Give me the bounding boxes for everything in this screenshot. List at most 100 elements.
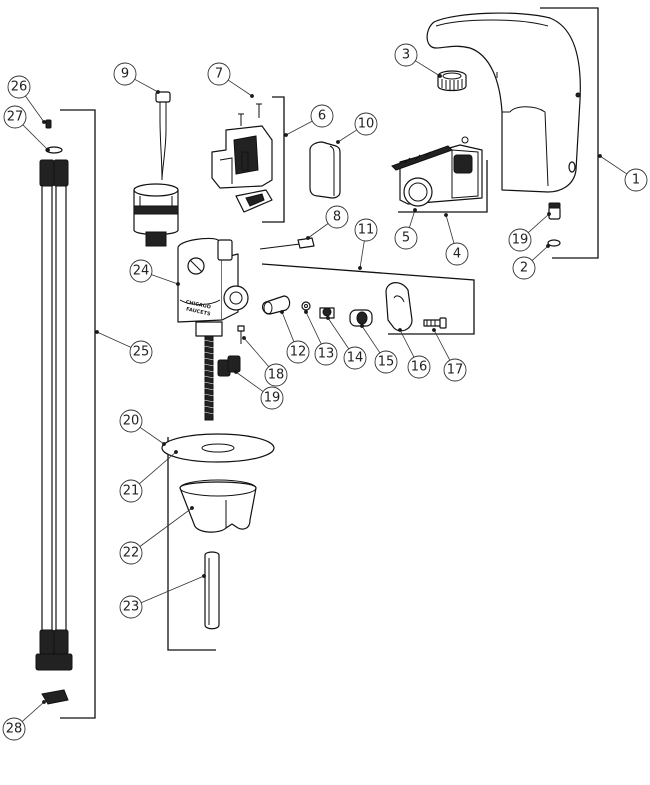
svg-text:22: 22	[123, 546, 140, 561]
part-valve-body: CHICAGO FAUCETS	[177, 237, 249, 337]
leader-arrowhead-21	[174, 450, 178, 454]
leader-arrowhead-8	[306, 236, 310, 240]
callout-13: 13	[314, 342, 338, 366]
svg-text:17: 17	[447, 363, 464, 378]
leader-line-8	[307, 223, 329, 239]
callout-23: 23	[119, 595, 143, 619]
part-hose-washer	[45, 146, 63, 154]
leader-arrowhead-25	[95, 330, 99, 334]
callout-2: 2	[512, 256, 536, 280]
svg-text:3: 3	[402, 48, 410, 63]
callout-20: 20	[119, 409, 143, 433]
leader-line-10	[337, 129, 357, 143]
callout-26: 26	[7, 75, 31, 99]
leader-line-11	[359, 240, 365, 269]
callout-19b: 19	[260, 386, 284, 410]
leader-arrowhead-18	[242, 336, 246, 340]
part-small-screw	[237, 325, 245, 344]
part-aerator	[437, 70, 467, 92]
part-o-ring	[547, 239, 561, 247]
leader-line-19a	[527, 213, 550, 233]
svg-text:6: 6	[318, 109, 326, 124]
leader-line-18	[243, 337, 270, 367]
svg-text:1: 1	[632, 173, 640, 188]
bracket-valve-kit	[261, 263, 475, 335]
leader-line-12	[281, 311, 295, 342]
svg-text:15: 15	[378, 355, 395, 370]
callout-22: 22	[119, 541, 143, 565]
svg-text:25: 25	[133, 345, 150, 360]
leader-arrowhead-27	[46, 148, 50, 152]
svg-text:2: 2	[520, 261, 528, 276]
callout-15: 15	[374, 350, 398, 374]
leader-line-27	[22, 124, 49, 151]
callout-10: 10	[354, 112, 378, 136]
svg-text:27: 27	[7, 110, 24, 125]
leader-arrowhead-19b	[234, 370, 238, 374]
leader-line-17	[433, 329, 451, 361]
leader-arrowhead-1	[598, 154, 602, 158]
svg-text:28: 28	[6, 722, 23, 737]
svg-text:9: 9	[121, 67, 129, 82]
svg-text:20: 20	[123, 414, 140, 429]
svg-text:8: 8	[333, 210, 341, 225]
leader-arrowhead-14	[326, 316, 330, 320]
part-spout	[426, 12, 581, 193]
part-plug-lower	[217, 355, 241, 377]
svg-text:10: 10	[358, 117, 375, 132]
leader-line-28	[21, 701, 45, 722]
callout-19a: 19	[508, 228, 532, 252]
leader-arrowhead-10	[336, 140, 340, 144]
part-mounting-cup	[179, 479, 257, 533]
callout-17: 17	[443, 358, 467, 382]
svg-text:18: 18	[268, 368, 285, 383]
svg-text:5: 5	[402, 231, 410, 246]
leader-arrowhead-13	[304, 310, 308, 314]
svg-text:13: 13	[318, 347, 335, 362]
part-hose-screw	[45, 119, 52, 129]
bracket-sensor-housing	[262, 96, 285, 223]
svg-text:24: 24	[133, 264, 150, 279]
part-valve-kit-components	[261, 282, 447, 332]
callout-3: 3	[394, 43, 418, 67]
part-screws	[238, 103, 262, 126]
callout-4: 4	[445, 242, 469, 266]
callout-layer: 1 2 3 4 5 6 7 8 9 10 11 12 13 14 15 16 1…	[2, 43, 648, 741]
callout-27: 27	[3, 105, 27, 129]
leader-line-25	[96, 331, 132, 348]
leader-arrowhead-22	[190, 506, 194, 510]
callout-9: 9	[113, 62, 137, 86]
leader-arrowhead-3	[438, 74, 442, 78]
part-mounting-plate	[161, 433, 275, 463]
callout-7: 7	[207, 62, 231, 86]
leader-line-21	[139, 451, 177, 485]
leader-arrowhead-26	[42, 120, 46, 124]
leader-arrowhead-15	[360, 324, 364, 328]
leader-arrowhead-19a	[547, 212, 551, 216]
leader-arrowhead-4	[444, 213, 448, 217]
bracket-spout-assembly	[540, 7, 599, 259]
bracket-supply-hoses	[60, 109, 96, 719]
leader-arrowhead-2	[546, 244, 550, 248]
callout-24: 24	[129, 259, 153, 283]
leader-line-7	[227, 79, 253, 97]
brand-marking-line-1: CHICAGO	[185, 299, 211, 310]
leader-arrowhead-28	[42, 700, 46, 704]
leader-arrowhead-20	[162, 442, 166, 446]
callout-1: 1	[624, 168, 648, 192]
leader-arrowhead-17	[432, 328, 436, 332]
leader-line-15	[361, 325, 381, 354]
leader-arrowhead-11	[358, 266, 362, 270]
part-sensor-housing	[211, 125, 273, 213]
leader-arrowhead-16	[398, 328, 402, 332]
leader-line-13	[305, 311, 322, 345]
leader-line-14	[327, 317, 350, 350]
bracket-cover-kit	[398, 160, 488, 213]
callout-14: 14	[343, 346, 367, 370]
leader-line-3	[415, 60, 441, 77]
leader-line-20	[139, 426, 165, 445]
brand-marking-line-2: FAUCETS	[185, 307, 211, 318]
part-battery-cover	[309, 141, 341, 199]
group-brackets	[60, 7, 599, 719]
